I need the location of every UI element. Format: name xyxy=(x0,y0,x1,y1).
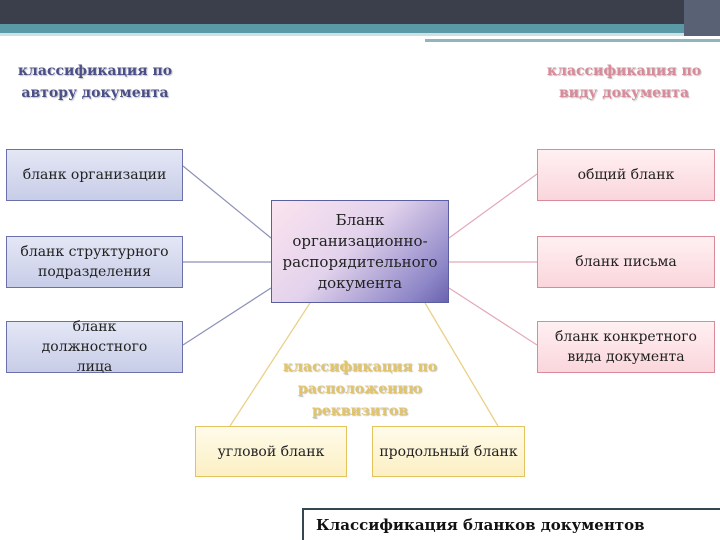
header-corner-block xyxy=(684,0,720,36)
node-corner-blank: угловой бланк xyxy=(195,426,347,477)
node-organization-blank: бланк организации xyxy=(6,149,183,201)
header-stripe-light xyxy=(0,33,720,36)
node-label: бланк структурного подразделения xyxy=(20,244,169,280)
node-letter-blank: бланк письма xyxy=(537,236,715,288)
node-longitudinal-blank: продольный бланк xyxy=(372,426,525,477)
heading-author-classification: классификация по автору документа xyxy=(17,63,173,101)
connector-position-2 xyxy=(424,302,499,427)
connector-author-3 xyxy=(182,287,272,346)
heading-position-classification: классификация по расположению реквизитов xyxy=(282,359,438,419)
slide-caption: Классификация бланков документов xyxy=(302,508,720,540)
center-node: Бланк организационно-распорядительного д… xyxy=(271,200,449,303)
node-department-blank: бланк структурного подразделения xyxy=(6,236,183,288)
node-specific-document-blank: бланк конкретного вида документа xyxy=(537,321,715,373)
connector-author-1 xyxy=(182,165,272,239)
heading-type-classification: классификация по виду документа xyxy=(546,63,702,101)
slide-caption-text: Классификация бланков документов xyxy=(316,516,645,534)
connector-type-1 xyxy=(448,173,538,239)
connector-type-3 xyxy=(448,287,538,346)
node-label: общий бланк xyxy=(577,167,675,183)
connector-position-1 xyxy=(229,302,311,427)
node-official-blank: бланк должностного лица xyxy=(6,319,183,375)
header-bar xyxy=(0,0,720,24)
node-general-blank: общий бланк xyxy=(537,149,715,201)
node-label: бланк должностного лица xyxy=(41,319,148,375)
node-label: бланк организации xyxy=(22,167,167,183)
node-label: бланк письма xyxy=(575,254,677,270)
header-stripe xyxy=(0,24,720,33)
node-label: бланк конкретного вида документа xyxy=(555,329,697,365)
center-node-label: Бланк организационно-распорядительного д… xyxy=(282,210,438,292)
header-accent-line xyxy=(425,39,720,42)
node-label: угловой бланк xyxy=(217,443,325,460)
node-label: продольный бланк xyxy=(379,443,518,460)
